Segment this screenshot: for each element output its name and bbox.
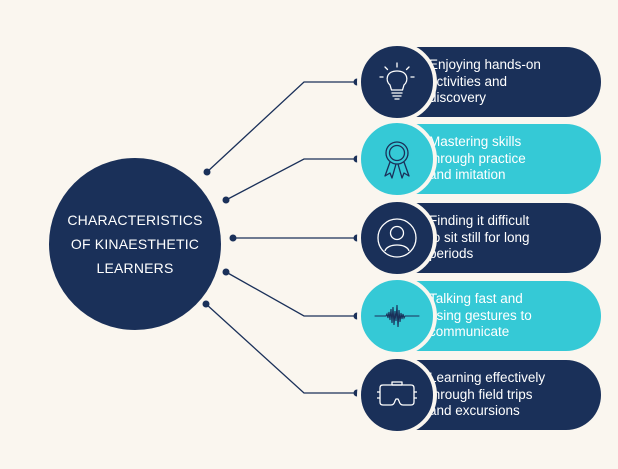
characteristic-item-2: Mastering skills through practice and im…	[357, 119, 601, 199]
sound-wave-icon	[357, 276, 437, 356]
award-ribbon-icon	[357, 119, 437, 199]
connector-dot	[202, 300, 210, 308]
characteristic-pill: Mastering skills through practice and im…	[407, 124, 601, 194]
characteristic-pill: Learning effectively through field trips…	[407, 360, 601, 430]
hub-title: CHARACTERISTICS OF KINAESTHETIC LEARNERS	[67, 212, 203, 276]
characteristic-item-4: Talking fast and using gestures to commu…	[357, 276, 601, 356]
characteristic-pill: Enjoying hands-on activities and discove…	[407, 47, 601, 117]
characteristic-item-3: Finding it difficult to sit still for lo…	[357, 198, 601, 278]
characteristic-text: Enjoying hands-on activities and discove…	[429, 57, 541, 106]
characteristic-text: Mastering skills through practice and im…	[429, 134, 526, 183]
vr-headset-icon	[357, 355, 437, 435]
lightbulb-icon	[357, 42, 437, 122]
characteristic-text: Talking fast and using gestures to commu…	[429, 291, 532, 340]
connector-line-5	[205, 303, 357, 394]
characteristic-pill: Talking fast and using gestures to commu…	[407, 281, 601, 351]
characteristic-text: Learning effectively through field trips…	[429, 370, 546, 419]
connector-dot	[222, 268, 230, 276]
connector-dot	[229, 234, 237, 242]
connector-line-4	[225, 271, 357, 317]
connector-dot	[222, 196, 230, 204]
characteristic-item-1: Enjoying hands-on activities and discove…	[357, 42, 601, 122]
characteristic-text: Finding it difficult to sit still for lo…	[429, 213, 530, 262]
person-icon	[357, 198, 437, 278]
connector-dot	[203, 168, 211, 176]
connector-line-1	[206, 81, 357, 173]
central-hub-circle: CHARACTERISTICS OF KINAESTHETIC LEARNERS	[49, 158, 221, 330]
characteristic-item-5: Learning effectively through field trips…	[357, 355, 601, 435]
connector-line-2	[225, 158, 357, 201]
